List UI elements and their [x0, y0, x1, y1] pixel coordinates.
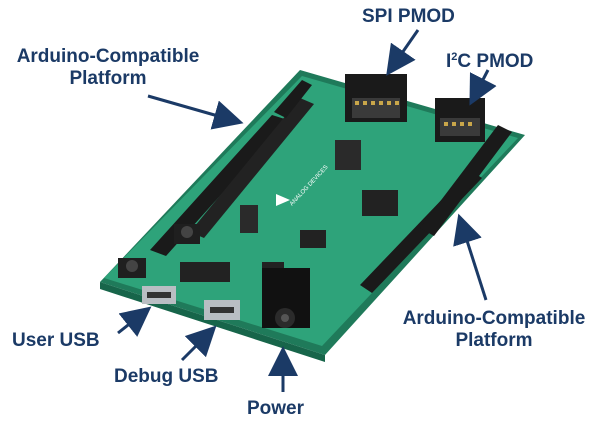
arduino-header-right — [360, 125, 512, 293]
push-buttons — [118, 224, 200, 278]
arrow-arduino-left — [147, 94, 244, 130]
label-i2c-suffix: C PMOD — [457, 51, 534, 72]
label-arduino-right-line1: Arduino-Compatible — [402, 308, 586, 329]
label-arduino-right-line2: Platform — [455, 330, 533, 351]
label-arduino-right: Arduino-Compatible Platform — [388, 308, 600, 352]
arrow-i2c-pmod — [469, 69, 497, 106]
arrow-spi-pmod — [386, 29, 420, 76]
label-i2c-pmod: I2C PMOD — [446, 46, 533, 73]
arrow-user-usb — [117, 306, 152, 337]
label-i2c-prefix: I — [446, 51, 452, 72]
i2c-pmod-connector — [435, 98, 485, 142]
power-jack — [262, 268, 310, 328]
label-arduino-left: Arduino-Compatible Platform — [2, 46, 214, 90]
arrow-debug-usb — [180, 325, 217, 362]
spi-pmod-connector — [345, 74, 407, 122]
callout-arrows — [117, 29, 497, 392]
label-power: Power — [247, 398, 305, 419]
arrow-arduino-right — [453, 213, 488, 301]
arduino-header-left — [150, 80, 314, 256]
ic-chips — [180, 140, 398, 282]
usb-connectors — [142, 286, 240, 320]
label-arduino-left-line1: Arduino-Compatible — [16, 46, 200, 67]
label-spi-pmod: SPI PMOD — [362, 6, 455, 27]
label-user-usb: User USB — [12, 330, 100, 351]
label-i2c-sup: 2 — [451, 51, 458, 63]
label-debug-usb: Debug USB — [114, 366, 219, 387]
label-arduino-left-line2: Platform — [69, 68, 147, 89]
